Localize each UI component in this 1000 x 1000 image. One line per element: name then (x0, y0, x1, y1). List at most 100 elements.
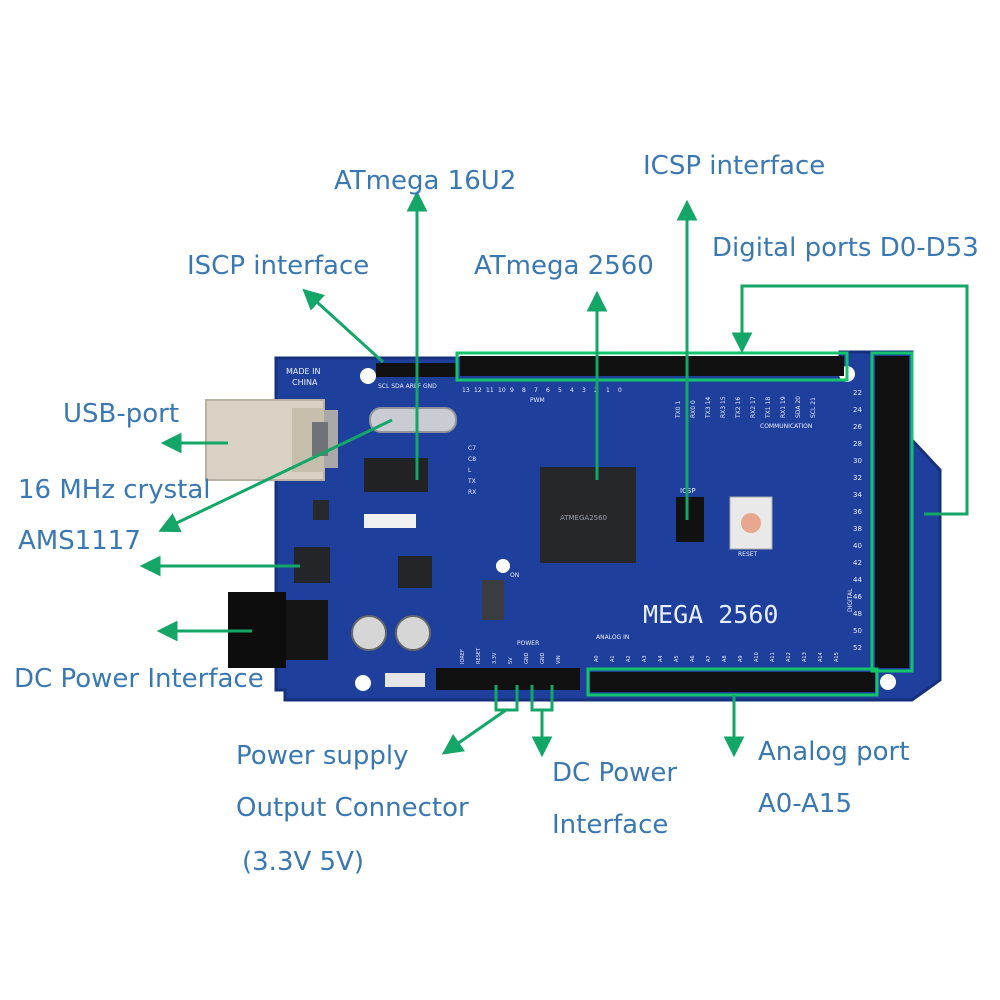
label-ams1117: AMS1117 (18, 526, 141, 556)
digital-label: DIGITAL (847, 588, 854, 612)
arrow-power-supply (441, 708, 507, 755)
mounting-hole (355, 675, 371, 691)
analog-pin-label: A9 (738, 655, 744, 662)
comm-pin-number: SDA 20 (795, 396, 802, 418)
arrows (139, 190, 969, 758)
side-pin-number: 28 (853, 440, 862, 448)
digital-top-highlight (455, 351, 849, 382)
side-pin-number: 24 (853, 406, 862, 414)
icsp-header (676, 497, 704, 542)
on-label: ON (510, 572, 519, 579)
component (482, 580, 504, 620)
mounting-hole (360, 368, 376, 384)
label-power-supply-line3: (3.3V 5V) (242, 847, 365, 877)
analog-pin-label: A14 (818, 652, 824, 662)
side-pin-number: 46 (853, 593, 862, 601)
pwm-label: PWM (530, 397, 545, 404)
country-text: CHINA (292, 378, 318, 387)
pwm-pin-number: 12 (474, 387, 482, 394)
label-iscp-interface: ISCP interface (187, 251, 370, 281)
pwm-pin-number: 6 (546, 387, 550, 394)
side-pin-number: 42 (853, 559, 862, 567)
power-pin-label: RESET (476, 647, 482, 664)
board-name: MEGA 2560 (643, 600, 778, 629)
comm-pin-number: TX1 18 (765, 397, 772, 419)
comm-pin-number: SCL 21 (810, 397, 817, 418)
power-switch (385, 673, 425, 687)
analog-pin-label: A10 (754, 652, 760, 662)
pwm-pin-number: 13 (462, 387, 470, 394)
analog-pin-label: A13 (802, 652, 808, 662)
reset-label: RESET (738, 551, 758, 558)
side-pin-number: 52 (853, 644, 862, 652)
analog-header (590, 672, 875, 692)
component (313, 500, 329, 520)
side-pin-number: 38 (853, 525, 862, 533)
led-label: TX (467, 478, 476, 485)
analog-pin-label: A11 (770, 652, 776, 662)
comm-pin-number: TX2 16 (735, 397, 742, 419)
side-pin-number: 44 (853, 576, 862, 584)
analog-pin-label: A15 (834, 652, 840, 662)
analog-pin-label: A1 (610, 655, 616, 662)
made-in-text: MADE IN (286, 367, 320, 376)
arrow-digital-ports (731, 284, 969, 516)
led-label: C7 (468, 445, 476, 452)
pwm-pin-number: 10 (498, 387, 506, 394)
pwm-pin-number: 4 (570, 387, 574, 394)
analog-pin-label: A12 (786, 652, 792, 662)
arrow-crystal (158, 418, 393, 533)
label-power-supply-line2: Output Connector (236, 793, 469, 823)
digital-header-top (460, 356, 844, 376)
label-crystal: 16 MHz crystal (18, 475, 211, 505)
label-usb-port: USB-port (63, 399, 180, 429)
led-label: C8 (468, 456, 476, 463)
label-digital-ports: Digital ports D0-D53 (712, 233, 979, 263)
component (398, 556, 432, 588)
pwm-pin-number: 11 (486, 387, 494, 394)
label-dc-power-bottom-line2: Interface (552, 810, 669, 840)
comm-pin-number: RX0 0 (690, 400, 697, 418)
pwm-pin-number: 8 (522, 387, 526, 394)
pwm-pin-number: 7 (534, 387, 538, 394)
bracket-power-supply (494, 685, 519, 712)
top-header-text: SCL SDA AREF GND (378, 383, 437, 390)
comm-pin-number: RX1 19 (780, 396, 787, 418)
pwm-pin-number: 9 (510, 387, 514, 394)
comm-pin-number: TX3 14 (705, 397, 712, 419)
power-pin-label: 3.3V (492, 652, 498, 664)
arduino-mega-board: MADE IN CHINA MEGA 2560 ATMEGA2560 ICSP (205, 350, 942, 702)
side-pin-number: 50 (853, 627, 862, 635)
digital-side-highlight (870, 351, 914, 673)
analog-in-label: ANALOG IN (596, 634, 629, 641)
crystal-16mhz (369, 407, 457, 433)
reset-button-cap (741, 513, 761, 533)
analog-pin-label: A8 (722, 655, 728, 662)
analog-pin-label: A5 (674, 655, 680, 662)
side-pin-number: 40 (853, 542, 862, 550)
side-pin-number: 36 (853, 508, 862, 516)
arrow-iscp (302, 288, 385, 364)
analog-pin-label: A3 (642, 655, 648, 662)
led-label: RX (468, 489, 476, 496)
comm-pin-number: RX2 17 (750, 396, 757, 418)
label-icsp-interface: ICSP interface (643, 151, 826, 181)
power-pin-label: GND (540, 652, 546, 664)
label-power-supply-line1: Power supply (236, 741, 409, 771)
side-pin-number: 22 (853, 389, 862, 397)
power-label: POWER (517, 640, 539, 647)
analog-pin-label: A2 (626, 655, 632, 662)
side-pin-number: 30 (853, 457, 862, 465)
pwm-pin-number: 5 (558, 387, 562, 394)
component (364, 514, 416, 528)
communication-label: COMMUNICATION (760, 423, 812, 430)
power-pin-label: IOREF (460, 649, 466, 664)
comm-pin-number: RX3 15 (720, 396, 727, 418)
label-dc-power-bottom-line1: DC Power (552, 758, 678, 788)
side-pin-number: 34 (853, 491, 862, 499)
analog-pin-label: A4 (658, 655, 664, 662)
analog-pin-label: A7 (706, 655, 712, 662)
mounting-hole (880, 674, 896, 690)
